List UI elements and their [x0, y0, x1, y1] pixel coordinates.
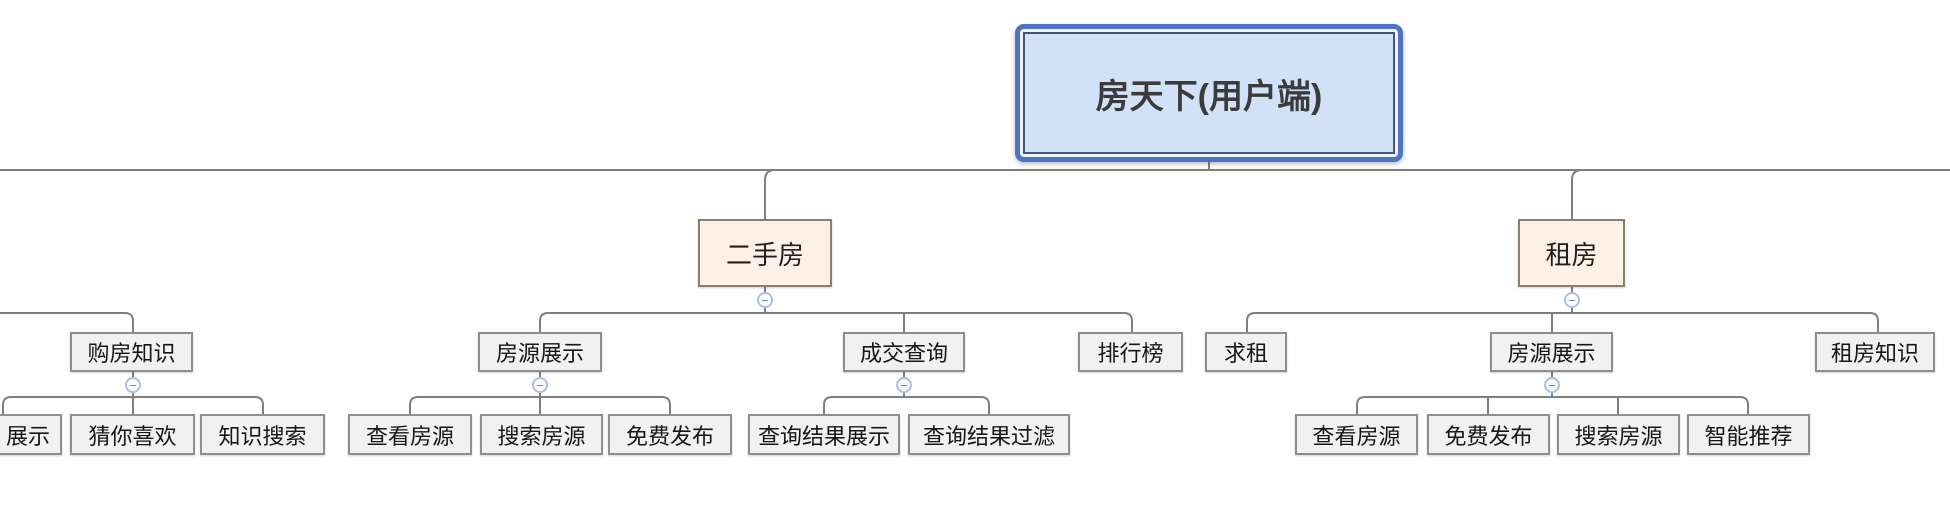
collapse-minus-icon-deal-query[interactable]: − [896, 377, 912, 393]
collapse-minus-icon-rent[interactable]: − [1564, 292, 1580, 308]
node-knowledge-search[interactable]: 知识搜索 [200, 414, 325, 455]
node-listing-display-second-hand[interactable]: 房源展示 [478, 332, 602, 372]
connector-listing-display-rt-children [1356, 393, 1749, 414]
collapse-minus-icon-purchase-knowledge[interactable]: − [125, 377, 141, 393]
connector-purchase-knowledge-children [2, 393, 264, 414]
connector-root-children [0, 162, 1950, 219]
node-view-listing-second-hand[interactable]: 查看房源 [348, 414, 472, 455]
node-cut-display[interactable]: 展示 [0, 414, 62, 455]
node-rent-knowledge[interactable]: 租房知识 [1815, 332, 1935, 372]
node-view-listing-rent[interactable]: 查看房源 [1295, 414, 1418, 455]
node-root[interactable]: 房天下(用户端) [1015, 24, 1403, 162]
node-search-listing-rent[interactable]: 搜索房源 [1557, 414, 1680, 455]
connector-listing-display-sh-children [409, 393, 671, 414]
node-free-publish-second-hand[interactable]: 免费发布 [608, 414, 732, 455]
node-listing-display-rent[interactable]: 房源展示 [1490, 332, 1613, 372]
connector-rent-children [1246, 308, 1879, 332]
node-root-label: 房天下(用户端) [1023, 32, 1395, 154]
collapse-minus-icon-listing-display-rent[interactable]: − [1544, 377, 1560, 393]
node-second-hand[interactable]: 二手房 [698, 219, 832, 287]
connector-offscreen-parent-children [0, 312, 134, 332]
connector-level3-icon-stubs [132, 372, 1553, 377]
node-free-publish-rent[interactable]: 免费发布 [1427, 414, 1550, 455]
node-search-listing-second-hand[interactable]: 搜索房源 [480, 414, 603, 455]
node-guess-you-like[interactable]: 猜你喜欢 [70, 414, 195, 455]
node-rent[interactable]: 租房 [1518, 219, 1625, 287]
node-query-result-filter[interactable]: 查询结果过滤 [908, 414, 1070, 455]
node-smart-recommend[interactable]: 智能推荐 [1687, 414, 1810, 455]
connector-deal-query-children [823, 393, 990, 414]
connector-second-hand-children [539, 308, 1133, 332]
connector-branch-icon-stubs [764, 287, 1573, 292]
node-deal-query[interactable]: 成交查询 [843, 332, 965, 372]
collapse-minus-icon-listing-display-second-hand[interactable]: − [532, 377, 548, 393]
collapse-minus-icon-second-hand[interactable]: − [757, 292, 773, 308]
node-query-result-display[interactable]: 查询结果展示 [748, 414, 900, 455]
node-seek-rent[interactable]: 求租 [1205, 332, 1287, 372]
node-purchase-knowledge[interactable]: 购房知识 [70, 332, 193, 372]
node-ranking[interactable]: 排行榜 [1078, 332, 1183, 372]
